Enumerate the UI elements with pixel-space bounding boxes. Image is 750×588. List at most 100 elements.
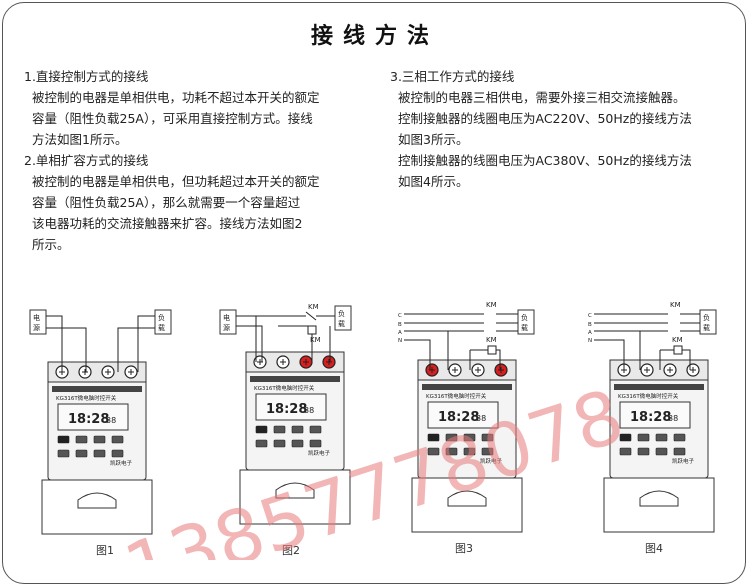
control-button (619, 433, 632, 442)
lcd-screen (427, 401, 499, 429)
power-box-text: 电 (223, 313, 230, 322)
phase-label: N (398, 338, 402, 344)
fig2-wires (236, 311, 335, 362)
control-button (481, 447, 494, 456)
control-button (655, 433, 668, 442)
control-button (111, 435, 124, 444)
load-box-text: 负 (521, 313, 528, 322)
load-box (334, 305, 352, 331)
screw-slot (452, 367, 458, 373)
control-button (445, 433, 458, 442)
km-label: KM (672, 336, 683, 344)
control-button (291, 425, 304, 434)
control-button (309, 439, 322, 448)
screw-slot (82, 369, 88, 375)
phase-label: B (398, 322, 402, 328)
fig4-wires (594, 313, 700, 370)
section-3-line: 被控制的电器三相供电，需要外接三相交流接触器。 (398, 90, 686, 105)
control-button (255, 439, 268, 448)
terminal-strip (417, 359, 517, 381)
screw-slot (644, 367, 650, 373)
control-button (637, 447, 650, 456)
brand-label: 凯跃电子 (308, 449, 331, 457)
control-button (427, 447, 440, 456)
lcd-time: 18:28 (438, 410, 479, 425)
load-box-text: 负 (703, 313, 710, 322)
control-button (619, 447, 632, 456)
phase-label: C (588, 313, 592, 319)
load-box-text: 载 (338, 319, 345, 328)
section-3-line: 如图3所示。 (398, 132, 469, 147)
screw-slot (280, 359, 286, 365)
control-button (291, 439, 304, 448)
figure-1-caption: 图1 (96, 544, 114, 557)
power-box-text: 电 (33, 313, 40, 322)
load-box (699, 309, 717, 335)
section-1-line: 容量（阻性负载25A），可采用直接控制方式。接线 (32, 111, 313, 126)
load-box-text: 载 (158, 323, 165, 332)
model-label: KG316T微电脑时控开关 (254, 384, 315, 392)
screw-slot (498, 367, 504, 373)
phase-label: C (398, 313, 402, 319)
lcd-screen (255, 393, 327, 421)
control-button (309, 425, 322, 434)
release-clip (639, 490, 679, 507)
control-button (481, 433, 494, 442)
load-box-text: 载 (521, 323, 528, 332)
brand-label: 凯跃电子 (480, 457, 503, 465)
lcd-screen (619, 401, 691, 429)
power-box-text: 源 (223, 323, 230, 332)
wiring-diagrams: KG316T微电脑时控开关18:2838凯跃电子电源负载KG316T微电脑时控开… (29, 301, 717, 535)
km-label: KM (486, 301, 497, 309)
load-box (154, 309, 172, 335)
model-label: KG316T微电脑时控开关 (426, 392, 487, 400)
section-1-heading: 1.直接控制方式的接线 (24, 69, 149, 84)
contactor-coil (673, 345, 683, 355)
screw-slot (475, 367, 481, 373)
km-label: KM (670, 301, 681, 309)
section-2-line: 容量（阻性负载25A），那么就需要一个容量超过 (32, 195, 301, 210)
text-column-left: 1.直接控制方式的接线 被控制的电器是单相供电，功耗不超过本开关的额定 容量（阻… (24, 66, 374, 255)
km-label: KM (308, 303, 319, 311)
contactor-coil (487, 345, 497, 355)
load-box-text: 负 (338, 309, 345, 318)
screw-slot (667, 367, 673, 373)
section-3-line: 控制接触器的线圈电压为AC220V、50Hz的接线方法 (398, 111, 692, 126)
control-button (427, 433, 440, 442)
contactor-coil (307, 325, 317, 335)
release-clip (77, 492, 117, 509)
section-1-line: 方法如图1所示。 (32, 132, 128, 147)
section-2-line: 所示。 (32, 237, 70, 252)
brand-label: 凯跃电子 (672, 457, 695, 465)
load-box (517, 309, 535, 335)
control-button (445, 447, 458, 456)
control-button (637, 433, 650, 442)
screw-slot (326, 359, 332, 365)
power-box (29, 309, 47, 335)
control-button (93, 449, 106, 458)
control-button (93, 435, 106, 444)
control-button (75, 449, 88, 458)
load-box-text: 负 (158, 313, 165, 322)
control-button (111, 449, 124, 458)
section-2-heading: 2.单相扩容方式的接线 (24, 153, 149, 168)
control-button (57, 449, 70, 458)
phase-label: N (588, 338, 592, 344)
km-label: KM (310, 336, 321, 344)
terminal-strip (609, 359, 709, 381)
load-box-text: 载 (703, 323, 710, 332)
section-2-line: 被控制的电器是单相供电，但功耗超过本开关的额定 (32, 174, 320, 189)
fig3-wires (404, 313, 518, 370)
screw-slot (128, 369, 134, 375)
model-band (422, 384, 512, 390)
model-band (52, 386, 142, 392)
lcd-seconds: 38 (106, 416, 116, 425)
phase-label: A (588, 330, 592, 336)
terminal-strip (47, 361, 147, 383)
control-button (75, 435, 88, 444)
